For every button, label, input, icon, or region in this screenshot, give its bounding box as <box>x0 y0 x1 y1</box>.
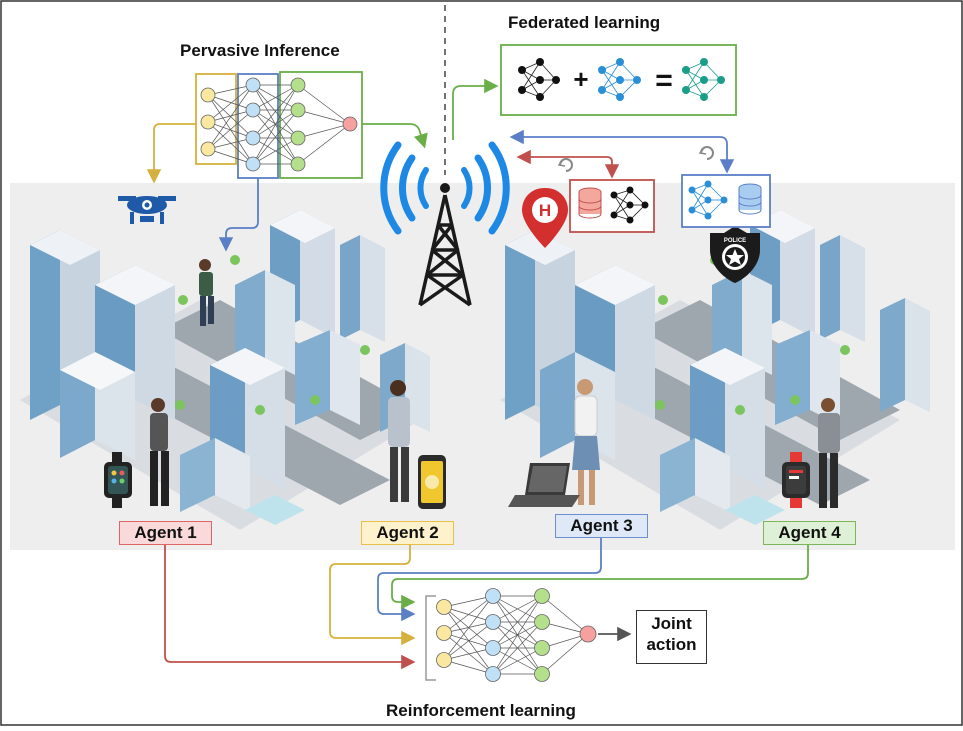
person-agent4 <box>818 398 840 508</box>
arrow-federated-police <box>509 129 735 174</box>
person-agent3 <box>572 379 600 505</box>
city-right-illustration <box>500 210 930 530</box>
arrow-tower-to-federated <box>452 78 499 140</box>
smartphone-icon <box>418 455 446 509</box>
police-badge-icon: POLICE <box>710 226 760 283</box>
federated-nn-blue <box>598 58 641 101</box>
laptop-icon <box>508 463 580 507</box>
police-text: POLICE <box>724 238 746 244</box>
equals-sign: = <box>655 64 673 97</box>
refresh-icon <box>698 146 714 160</box>
arrow-agent1-rl <box>164 544 416 670</box>
joint-action-line2: action <box>646 635 697 654</box>
arrow-to-drone <box>146 123 196 184</box>
arrow-agent4-rl <box>391 544 809 610</box>
database-icon <box>578 187 602 219</box>
hospital-pin-icon: H <box>522 188 568 248</box>
layer-box-yellow <box>195 73 237 165</box>
pervasive-edges <box>207 84 351 165</box>
svg-text:H: H <box>539 201 551 220</box>
arrow-to-walker <box>218 178 259 252</box>
person-agent2 <box>388 380 410 502</box>
arrow-federated-hospital <box>516 149 620 179</box>
database-icon <box>738 183 762 215</box>
federated-nn-teal <box>682 58 725 101</box>
federated-learning-title: Federated learning <box>508 13 661 32</box>
smartwatch-icon <box>104 452 132 508</box>
agent-3-label: Agent 3 <box>555 514 648 538</box>
rl-input-bracket <box>425 595 436 681</box>
refresh-icon <box>557 158 573 172</box>
reinforcement-learning-title: Reinforcement learning <box>386 701 576 720</box>
federated-nn-black <box>518 58 560 101</box>
city-left-illustration <box>20 210 430 530</box>
layer-box-green <box>279 71 363 179</box>
rl-nn <box>425 588 597 682</box>
plus-sign: + <box>573 64 588 94</box>
drone-icon <box>118 196 176 224</box>
pervasive-inference-title: Pervasive Inference <box>180 41 340 60</box>
agent-1-label: Agent 1 <box>119 521 212 545</box>
agent-4-label: Agent 4 <box>763 521 856 545</box>
hospital-nn <box>610 186 649 224</box>
rl-edges <box>443 595 589 675</box>
cell-tower-icon <box>380 141 510 307</box>
police-nn <box>688 180 728 220</box>
person-walking-phone <box>199 259 214 326</box>
pervasive-nn <box>195 71 363 179</box>
arrow-agent2-rl <box>329 544 416 646</box>
arrow-agent3-rl <box>377 538 602 622</box>
arrow-to-tower <box>362 123 428 149</box>
smartwatch-icon <box>782 452 810 508</box>
person-agent1 <box>150 398 169 506</box>
joint-action-line1: Joint <box>651 614 692 633</box>
joint-action-box: Joint action <box>636 610 707 664</box>
agent-2-label: Agent 2 <box>361 521 454 545</box>
